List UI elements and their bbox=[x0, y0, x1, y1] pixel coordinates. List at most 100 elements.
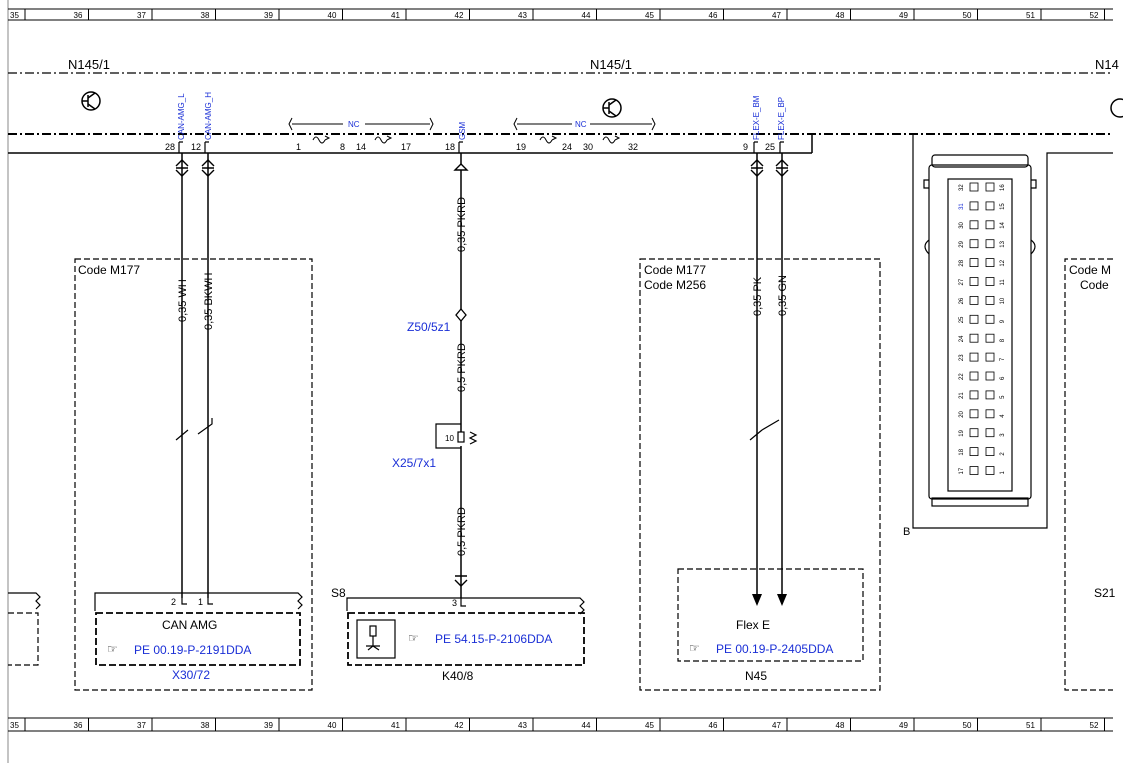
module-label-center: N145/1 bbox=[590, 57, 632, 72]
reference-icon: ☞ bbox=[107, 642, 118, 656]
wire-label: 0,35 BKWH bbox=[203, 272, 215, 330]
connector-view-label: B bbox=[903, 526, 910, 538]
ruler-number: 47 bbox=[772, 721, 781, 730]
ruler-number: 42 bbox=[455, 11, 464, 20]
connector-pin-label: 25 bbox=[959, 316, 965, 323]
arrow-icons bbox=[752, 594, 787, 606]
connector-pin-label: 12 bbox=[1000, 259, 1006, 266]
pin-number: 1 bbox=[198, 597, 203, 607]
connector-pin-label: 21 bbox=[959, 392, 965, 399]
ruler-number: 52 bbox=[1090, 721, 1099, 730]
signal-nc-1: NC bbox=[348, 120, 360, 129]
connector-pin-cavity bbox=[969, 277, 979, 286]
wire-label: 0,35 WH bbox=[177, 279, 189, 322]
connector-pin-label: 13 bbox=[1000, 240, 1006, 247]
pin-stubs bbox=[178, 141, 784, 153]
connector-pin-cavity bbox=[969, 314, 979, 324]
connector-pin-cavity bbox=[969, 466, 979, 475]
connector-pin-label: 8 bbox=[1000, 338, 1006, 342]
connector-pin-label: 19 bbox=[959, 429, 965, 436]
code-label: Code bbox=[1080, 278, 1109, 292]
transistor-icon bbox=[1110, 98, 1123, 118]
wire-label: 0,35 PK bbox=[752, 276, 764, 316]
signal-flex-e-bp: FLEX-E_BP bbox=[777, 97, 786, 140]
pin-number: 10 bbox=[445, 434, 454, 443]
connector-pin-label: 22 bbox=[959, 373, 965, 380]
device-label: CAN AMG bbox=[162, 618, 217, 632]
ruler-number: 48 bbox=[836, 721, 845, 730]
pin-number: 12 bbox=[191, 142, 201, 152]
ruler-number: 45 bbox=[645, 721, 654, 730]
connector-pin-cavity bbox=[985, 201, 995, 211]
component-s8: S8 bbox=[331, 586, 346, 600]
ruler-number: 43 bbox=[518, 11, 527, 20]
connector-pin-label: 16 bbox=[1000, 184, 1006, 191]
connector-pin-cavity bbox=[969, 428, 979, 438]
connector-pin-label: 20 bbox=[959, 410, 965, 417]
connector-pin-label: 24 bbox=[959, 335, 965, 342]
transistor-icon bbox=[81, 91, 101, 111]
connector-pin-label: 27 bbox=[959, 278, 965, 285]
code-label: Code M177 bbox=[78, 263, 140, 277]
connector-pin-label: 32 bbox=[959, 184, 965, 191]
connector-pin-label: 1 bbox=[1000, 471, 1006, 475]
connector-pin-cavity bbox=[969, 239, 979, 249]
connector-pin-label: 18 bbox=[959, 448, 965, 455]
ruler-number: 46 bbox=[709, 721, 718, 730]
reference-link[interactable]: PE 00.19-P-2405DDA bbox=[716, 642, 833, 656]
connector-pin-cavity bbox=[985, 258, 995, 268]
wire-label: 0,35 PKRD bbox=[456, 197, 468, 252]
ruler-number: 39 bbox=[264, 721, 273, 730]
connector-pin-label: 28 bbox=[959, 259, 965, 266]
connector-pin-label: 26 bbox=[959, 297, 965, 304]
connector-pin-label: 4 bbox=[1000, 414, 1006, 418]
connector-pin-label: 15 bbox=[1000, 203, 1006, 210]
wire-label: 0,5 PKRD bbox=[456, 343, 468, 392]
connector-pin-cavity bbox=[985, 239, 995, 249]
connector-pin-cavity bbox=[985, 182, 995, 192]
break-marks bbox=[175, 418, 780, 441]
pin-number: 28 bbox=[165, 142, 175, 152]
connector-pin-cavity bbox=[969, 409, 979, 419]
ruler-number: 50 bbox=[963, 11, 972, 20]
ruler-number: 51 bbox=[1026, 721, 1035, 730]
connector-arrow-icons bbox=[175, 159, 789, 587]
module-label-right: N14 bbox=[1095, 57, 1119, 72]
connector-pin-cavity bbox=[985, 220, 995, 230]
ruler-number: 50 bbox=[963, 721, 972, 730]
ruler-number: 44 bbox=[582, 11, 591, 20]
pin-number: 18 bbox=[445, 142, 455, 152]
ruler-labels: 3535363637373838393940404141424243434444… bbox=[10, 11, 1099, 730]
ruler-number: 37 bbox=[137, 721, 146, 730]
reference-link[interactable]: PE 54.15-P-2106DDA bbox=[435, 632, 552, 646]
ruler-number: 43 bbox=[518, 721, 527, 730]
ruler-number: 35 bbox=[10, 721, 19, 730]
pin-number: 8 bbox=[340, 142, 345, 152]
connector-pin-cavity bbox=[985, 428, 995, 438]
connector-pin-cavity bbox=[985, 409, 995, 419]
code-label: Code M177 bbox=[644, 263, 706, 277]
connector-pin-label: 5 bbox=[1000, 395, 1006, 399]
pin-number: 32 bbox=[628, 142, 638, 152]
connector-pin-cavity bbox=[985, 390, 995, 400]
component-n45: N45 bbox=[745, 669, 767, 683]
ruler-number: 51 bbox=[1026, 11, 1035, 20]
connector-pin-label: 30 bbox=[959, 221, 965, 228]
code-label: Code M256 bbox=[644, 278, 706, 292]
module-borders bbox=[8, 72, 1113, 154]
connector-housing bbox=[912, 134, 1113, 529]
wire-label: 0,35 GN bbox=[777, 275, 789, 316]
ruler-number: 36 bbox=[74, 721, 83, 730]
connector-pin-cavity bbox=[985, 314, 995, 324]
connector-pin-cavity bbox=[969, 220, 979, 230]
ruler-number: 46 bbox=[709, 11, 718, 20]
connector-pin-cavity bbox=[969, 447, 979, 457]
connector-pin-cavity bbox=[969, 182, 979, 192]
ruler-number: 40 bbox=[328, 11, 337, 20]
ruler-top bbox=[7, 0, 1113, 763]
reference-link[interactable]: PE 00.19-P-2191DDA bbox=[134, 643, 251, 657]
ruler-number: 49 bbox=[899, 11, 908, 20]
connector-pin-label: 23 bbox=[959, 354, 965, 361]
connector-pin-label: 2 bbox=[1000, 452, 1006, 456]
